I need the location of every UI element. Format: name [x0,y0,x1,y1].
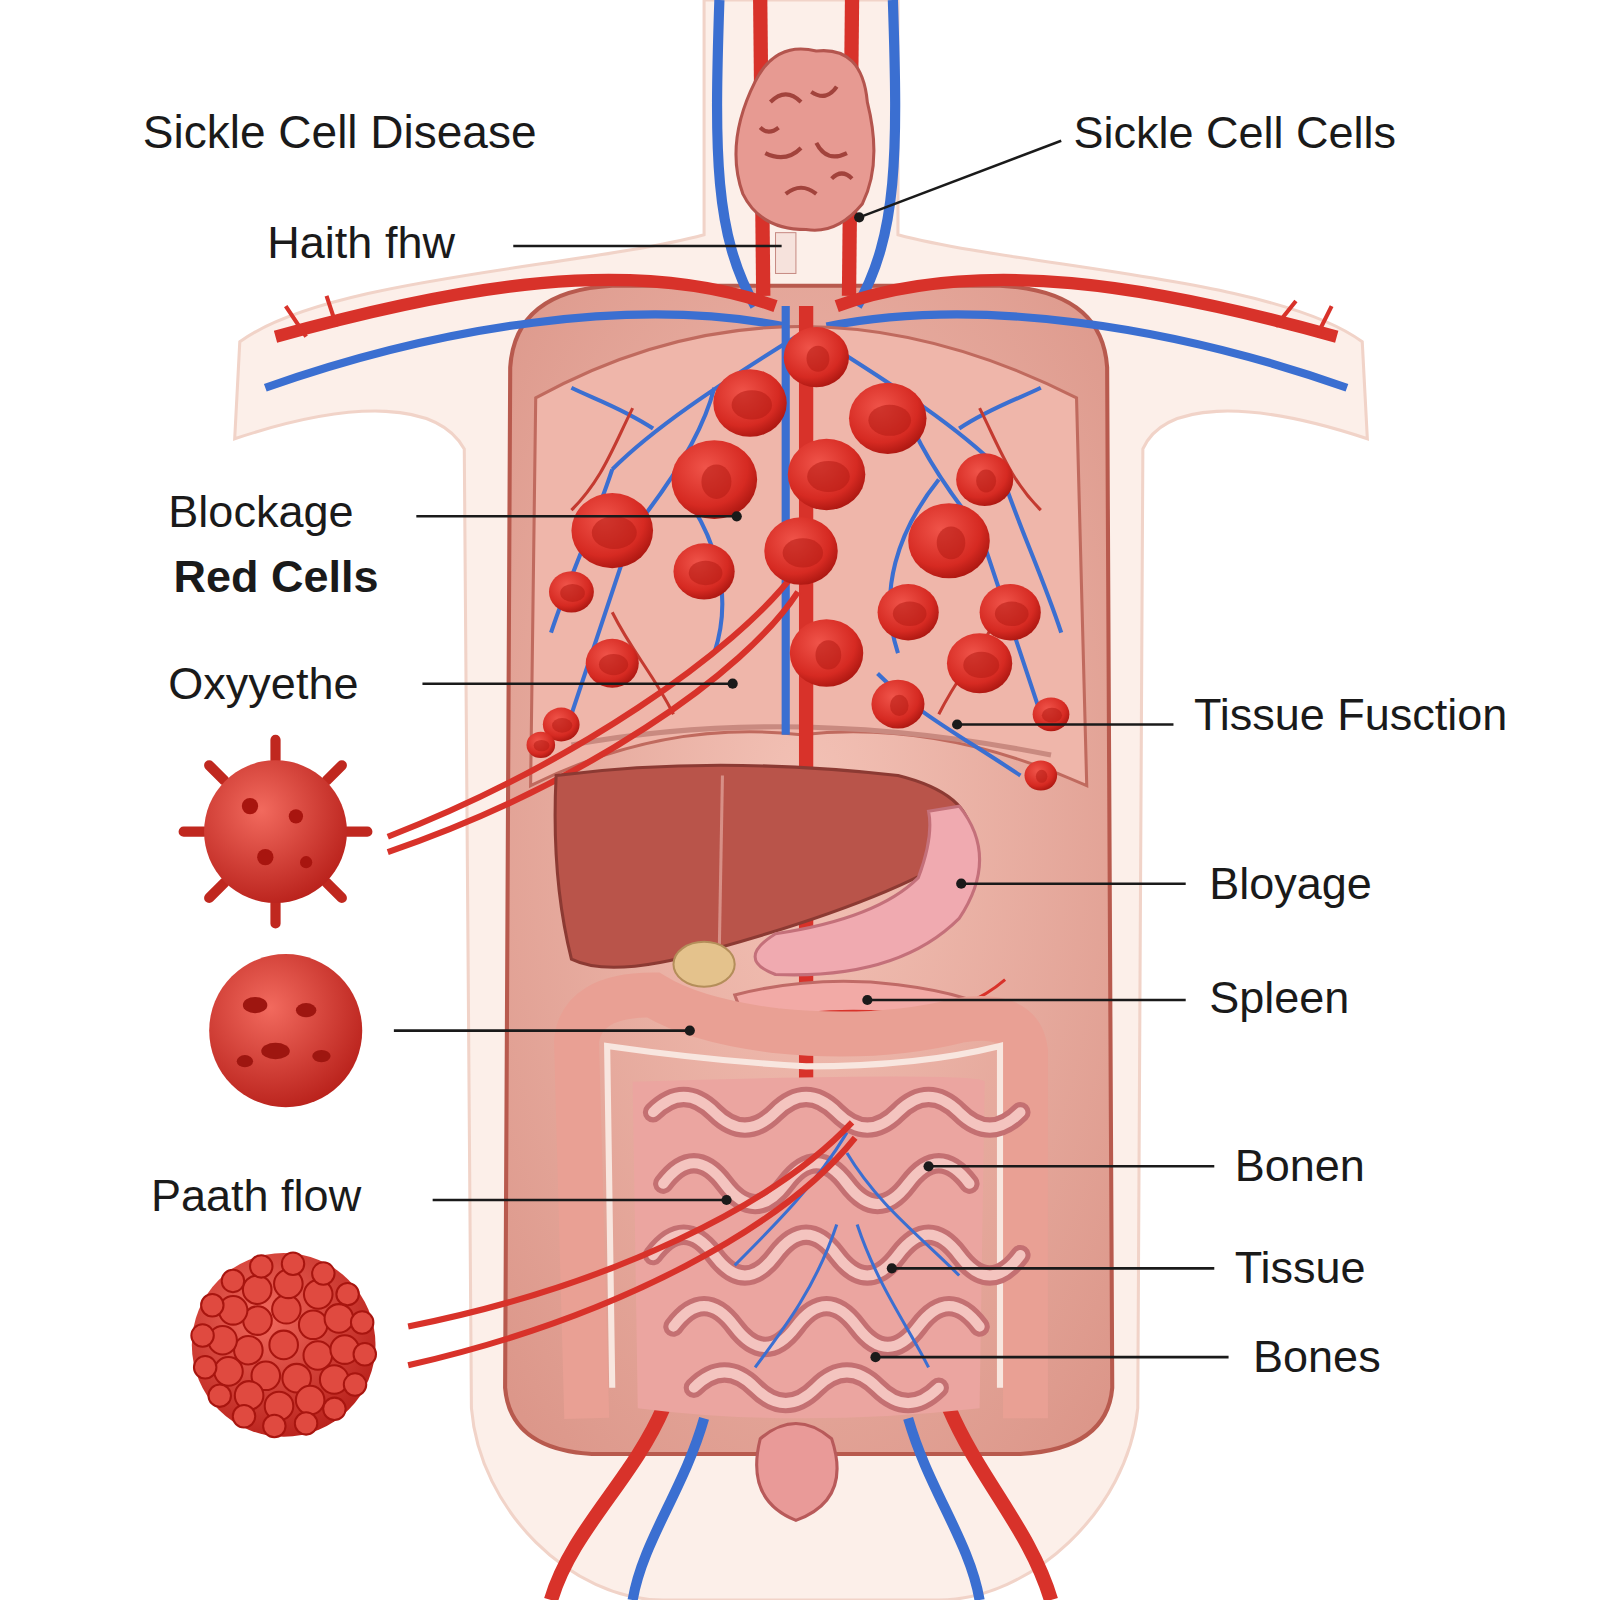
red-blood-cell [878,584,939,640]
part-label: Red Cells [173,552,378,602]
part-label: Bloyage [1209,859,1372,909]
part-label: Bones [1253,1332,1381,1382]
red-blood-cell [1024,760,1057,790]
red-blood-cell [788,439,866,510]
red-blood-cell [673,543,734,599]
part-label: Spleen [1209,973,1349,1023]
red-blood-cell [908,503,990,578]
part-label: Haith fhw [267,218,455,268]
diagram-title: Sickle Cell Disease [143,107,537,158]
red-blood-cell [671,440,757,519]
red-blood-cell [1033,697,1070,731]
red-blood-cell [947,633,1012,693]
red-blood-cell [586,639,639,688]
red-blood-cell [790,619,863,687]
red-blood-cell [956,453,1013,506]
red-blood-cell [571,493,653,568]
part-label: Tissue [1235,1243,1366,1293]
red-blood-cell [713,369,786,437]
red-blood-cell [527,732,556,758]
part-label: Bonen [1235,1141,1365,1191]
part-label: Tissue Fusction [1194,690,1507,740]
part-label: Sickle Cell Cells [1073,108,1396,158]
red-blood-cell [764,517,837,585]
red-blood-cell [549,571,594,612]
red-blood-cell [980,584,1041,640]
red-blood-cell [849,383,927,454]
red-blood-cell [784,327,849,387]
part-label: Paath flow [151,1171,361,1221]
part-label: Oxyyethe [168,659,358,709]
red-blood-cell [871,680,924,729]
part-label: Blockage [168,487,353,537]
